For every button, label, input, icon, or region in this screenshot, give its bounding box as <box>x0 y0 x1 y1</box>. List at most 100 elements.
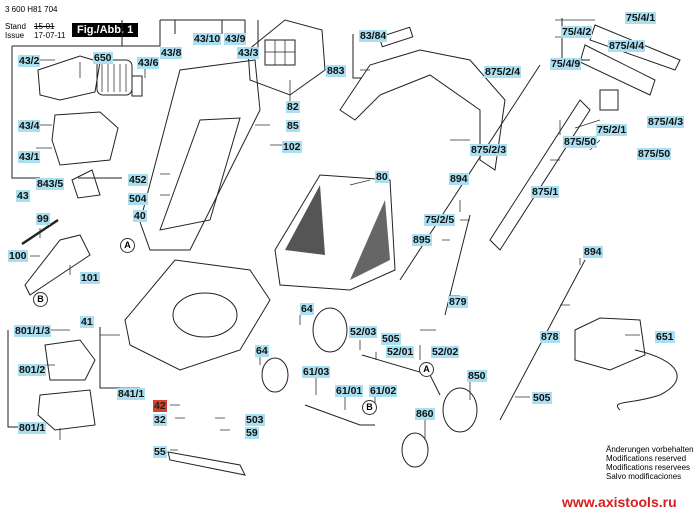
battery-cover <box>37 55 101 101</box>
top-cover <box>247 19 326 96</box>
bracket-801 <box>7 330 30 428</box>
notice-fr: Modifications reservees <box>606 463 691 472</box>
callout-43-1[interactable]: 43/1 <box>18 151 41 163</box>
callout-43-6[interactable]: 43/6 <box>137 57 160 69</box>
marker-b-handle: B <box>33 292 48 307</box>
axle-61-01 <box>304 404 375 426</box>
callout-503[interactable]: 503 <box>245 414 265 426</box>
part-75-2-1 <box>599 89 619 111</box>
callout-875-2-4[interactable]: 875/2/4 <box>484 66 522 78</box>
callout-43-9[interactable]: 43/9 <box>224 33 247 45</box>
callout-41[interactable]: 41 <box>80 316 94 328</box>
callout-40[interactable]: 40 <box>133 210 147 222</box>
callout-801-1-3[interactable]: 801/1/3 <box>14 325 52 337</box>
wheel-front-left <box>261 357 289 393</box>
callout-650[interactable]: 650 <box>93 52 113 64</box>
callout-651[interactable]: 651 <box>655 331 675 343</box>
callout-43[interactable]: 43 <box>16 190 30 202</box>
issue-value: 17-07-11 <box>34 31 66 40</box>
grass-box <box>274 174 396 291</box>
website-watermark[interactable]: www.axistools.ru <box>562 494 677 510</box>
callout-875-4-3[interactable]: 875/4/3 <box>647 116 685 128</box>
callout-55[interactable]: 55 <box>153 446 167 458</box>
callout-452[interactable]: 452 <box>128 174 148 186</box>
callout-99[interactable]: 99 <box>36 213 50 225</box>
callout-894-a[interactable]: 894 <box>449 173 469 185</box>
callout-32[interactable]: 32 <box>153 414 167 426</box>
callout-875-2-3[interactable]: 875/2/3 <box>470 144 508 156</box>
callout-883[interactable]: 883 <box>326 65 346 77</box>
callout-43-3[interactable]: 43/3 <box>237 47 260 59</box>
callout-52-03[interactable]: 52/03 <box>349 326 378 338</box>
callout-843-5[interactable]: 843/5 <box>36 178 65 190</box>
callout-505-a[interactable]: 505 <box>381 333 401 345</box>
deck <box>124 259 271 371</box>
callout-841-1[interactable]: 841/1 <box>117 388 146 400</box>
callout-75-2-5[interactable]: 75/2/5 <box>424 214 456 226</box>
callout-801-1[interactable]: 801/1 <box>18 422 47 434</box>
callout-61-02[interactable]: 61/02 <box>369 385 398 397</box>
callout-75-4-1[interactable]: 75/4/1 <box>625 12 657 24</box>
callout-52-02[interactable]: 52/02 <box>431 346 460 358</box>
callout-894-b[interactable]: 894 <box>583 246 603 258</box>
callout-42-highlighted[interactable]: 42 <box>153 400 167 412</box>
charger-cable <box>617 349 678 411</box>
notice-es: Salvo modificaciones <box>606 472 682 481</box>
upper-housing <box>139 59 261 251</box>
handle-lever <box>24 234 91 296</box>
callout-64-a[interactable]: 64 <box>300 303 314 315</box>
callout-75-4-2[interactable]: 75/4/2 <box>561 26 593 38</box>
part-843-5 <box>71 169 101 199</box>
callout-875-50-b[interactable]: 875/50 <box>637 148 672 160</box>
bracket-41 <box>99 327 120 389</box>
callout-875-1[interactable]: 875/1 <box>531 186 560 198</box>
battery-housing <box>51 111 119 166</box>
callout-43-4[interactable]: 43/4 <box>18 120 41 132</box>
callout-101[interactable]: 101 <box>80 272 100 284</box>
marker-b-axle: B <box>362 400 377 415</box>
callout-83-84[interactable]: 83/84 <box>359 30 388 42</box>
callout-43-10[interactable]: 43/10 <box>193 33 222 45</box>
notice-de: Änderungen vorbehalten <box>606 445 694 454</box>
handle-top-875-4-4 <box>579 44 656 96</box>
callout-879[interactable]: 879 <box>448 296 468 308</box>
wheel-rear-right <box>442 387 478 433</box>
callout-850[interactable]: 850 <box>467 370 487 382</box>
wheel-rear-left <box>312 307 348 353</box>
modifications-notice: Änderungen vorbehalten Modifications res… <box>606 445 694 481</box>
callout-64-b[interactable]: 64 <box>255 345 269 357</box>
callout-43-8[interactable]: 43/8 <box>160 47 183 59</box>
callout-75-4-9[interactable]: 75/4/9 <box>550 58 582 70</box>
callout-801-2[interactable]: 801/2 <box>18 364 47 376</box>
bracket-top <box>12 19 245 47</box>
notice-en: Modifications reserved <box>606 454 687 463</box>
callout-875-4-4[interactable]: 875/4/4 <box>608 40 646 52</box>
callout-82[interactable]: 82 <box>286 101 300 113</box>
callout-100[interactable]: 100 <box>8 250 28 262</box>
callout-61-01[interactable]: 61/01 <box>335 385 364 397</box>
battery-part-43-6 <box>131 75 143 97</box>
callout-59[interactable]: 59 <box>245 427 259 439</box>
callout-505-b[interactable]: 505 <box>532 392 552 404</box>
bracket-43 <box>11 46 40 179</box>
callout-875-50-a[interactable]: 875/50 <box>563 136 598 148</box>
callout-85[interactable]: 85 <box>286 120 300 132</box>
bracket-883 <box>352 34 362 79</box>
stand-label: Stand <box>5 22 26 31</box>
charger <box>574 317 646 371</box>
callout-878[interactable]: 878 <box>540 331 560 343</box>
issue-label: Issue <box>5 31 25 40</box>
callout-895[interactable]: 895 <box>412 234 432 246</box>
callout-860[interactable]: 860 <box>415 408 435 420</box>
tube-875-1 <box>489 99 591 251</box>
callout-75-2-1[interactable]: 75/2/1 <box>596 124 628 136</box>
callout-43-2[interactable]: 43/2 <box>18 55 41 67</box>
callout-102[interactable]: 102 <box>282 141 302 153</box>
callout-61-03[interactable]: 61/03 <box>302 366 331 378</box>
callout-52-01[interactable]: 52/01 <box>386 346 415 358</box>
tube-875-2-3 <box>399 64 541 281</box>
handle-cover <box>339 49 506 171</box>
callout-80[interactable]: 80 <box>375 171 389 183</box>
callout-504[interactable]: 504 <box>128 193 148 205</box>
